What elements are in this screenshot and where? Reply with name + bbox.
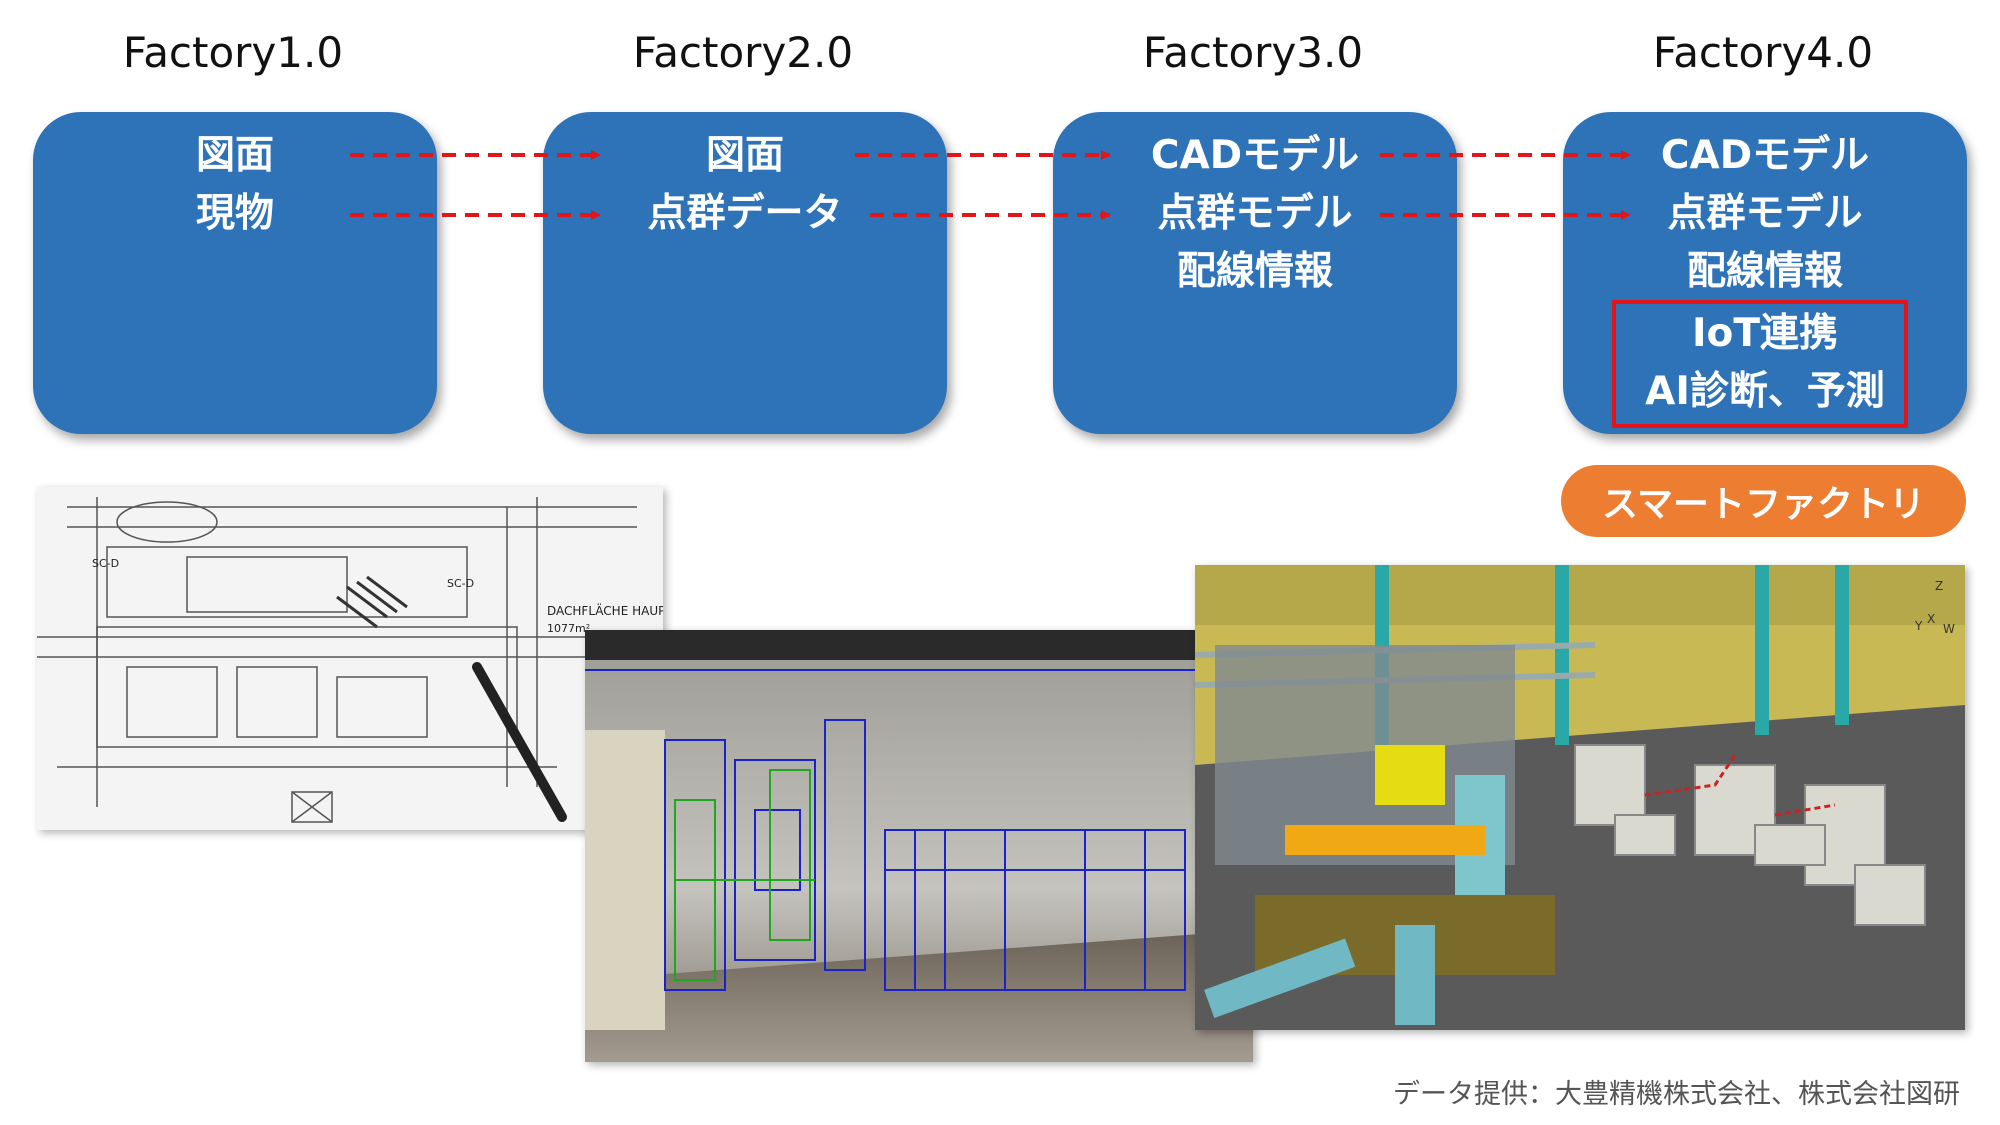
blueprint-roof-label: DACHFLÄCHE HAUPTDACH bbox=[547, 603, 663, 618]
axis-label-z: Z bbox=[1935, 579, 1943, 593]
data-credit: データ提供：大豊精機株式会社、株式会社図研 bbox=[1393, 1072, 1960, 1111]
axis-label-w: W bbox=[1943, 622, 1955, 636]
blueprint-area-label: 1077m² bbox=[547, 622, 590, 635]
factory-3d-render: Z Y X W bbox=[1195, 565, 1965, 1030]
axis-label-y: Y bbox=[1914, 619, 1923, 633]
smart-factory-badge: スマートファクトリ bbox=[1561, 465, 1966, 537]
axis-label-x: X bbox=[1927, 612, 1935, 626]
blueprint-photo: DACHFLÄCHE HAUPTDACH 1077m² SC-D SC-D bbox=[37, 487, 663, 830]
point-cloud-photo bbox=[585, 630, 1253, 1062]
blueprint-sc-label-1: SC-D bbox=[92, 557, 119, 570]
blueprint-sc-label-2: SC-D bbox=[447, 577, 474, 590]
